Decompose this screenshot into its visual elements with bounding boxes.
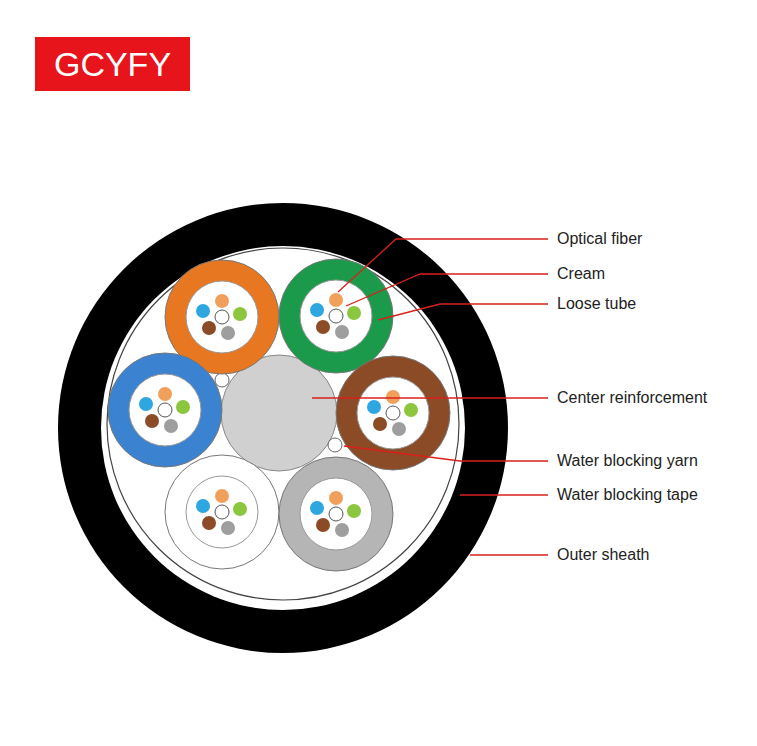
part-label: Optical fiber <box>557 229 642 249</box>
title-badge: GCYFY <box>35 37 190 91</box>
center-reinforcement <box>221 355 337 471</box>
part-label: Water blocking tape <box>557 485 698 505</box>
water-blocking-tape <box>107 248 459 600</box>
part-label: Cream <box>557 264 605 284</box>
part-label: Outer sheath <box>557 545 650 565</box>
water-blocking-yarn <box>215 373 229 387</box>
title: GCYFY <box>54 44 171 84</box>
part-label: Center reinforcement <box>557 388 707 408</box>
water-blocking-yarn <box>328 438 342 452</box>
sheath-inner <box>101 246 465 610</box>
loose-tube <box>165 455 279 569</box>
loose-tube <box>279 259 393 373</box>
part-label: Loose tube <box>557 294 636 314</box>
leader-lines <box>312 239 548 555</box>
outer-sheath <box>58 203 508 653</box>
loose-tube <box>108 353 222 467</box>
loose-tube <box>279 457 393 571</box>
part-label: Water blocking yarn <box>557 451 698 471</box>
